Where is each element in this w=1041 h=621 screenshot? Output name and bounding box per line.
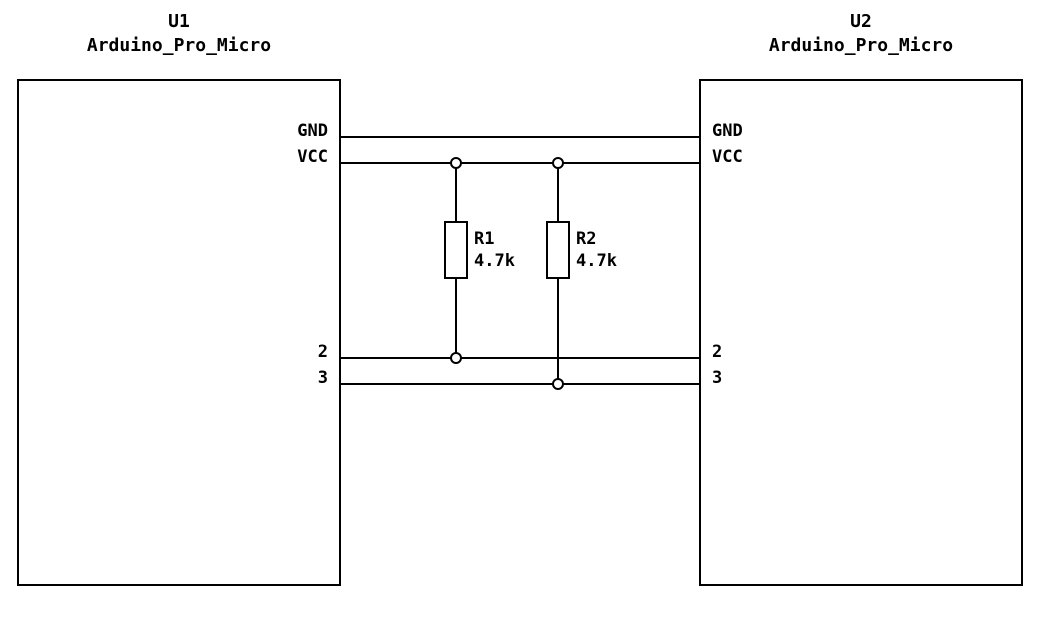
u2-body bbox=[699, 79, 1023, 586]
u2-pin-3-label: 3 bbox=[712, 368, 722, 388]
junction-vcc-r2 bbox=[552, 157, 564, 169]
u2-value: Arduino_Pro_Micro bbox=[769, 35, 953, 56]
u2-pin-vcc-label: VCC bbox=[712, 147, 743, 167]
junction-pin3-r2 bbox=[552, 378, 564, 390]
junction-pin2-r1 bbox=[450, 352, 462, 364]
component-u1: U1 Arduino_Pro_Micro GND VCC 2 3 bbox=[17, 11, 341, 586]
r2-body bbox=[546, 221, 570, 279]
component-r2: R2 4.7k bbox=[546, 163, 617, 384]
r1-reference: R1 bbox=[474, 229, 494, 249]
u1-reference: U1 bbox=[168, 11, 190, 32]
component-r1: R1 4.7k bbox=[444, 163, 515, 358]
u1-body bbox=[17, 79, 341, 586]
u1-pin-2-label: 2 bbox=[318, 342, 328, 362]
u2-pin-2-label: 2 bbox=[712, 342, 722, 362]
r2-value: 4.7k bbox=[576, 251, 617, 271]
junction-vcc-r1 bbox=[450, 157, 462, 169]
u2-pin-gnd-label: GND bbox=[712, 121, 743, 141]
u1-pin-3-label: 3 bbox=[318, 368, 328, 388]
r1-body bbox=[444, 221, 468, 279]
u1-pin-vcc-label: VCC bbox=[297, 147, 328, 167]
component-u2: U2 Arduino_Pro_Micro GND VCC 2 3 bbox=[699, 11, 1023, 586]
r2-reference: R2 bbox=[576, 229, 596, 249]
u1-pin-gnd-label: GND bbox=[297, 121, 328, 141]
u2-reference: U2 bbox=[850, 11, 872, 32]
u1-value: Arduino_Pro_Micro bbox=[87, 35, 271, 56]
r1-value: 4.7k bbox=[474, 251, 515, 271]
